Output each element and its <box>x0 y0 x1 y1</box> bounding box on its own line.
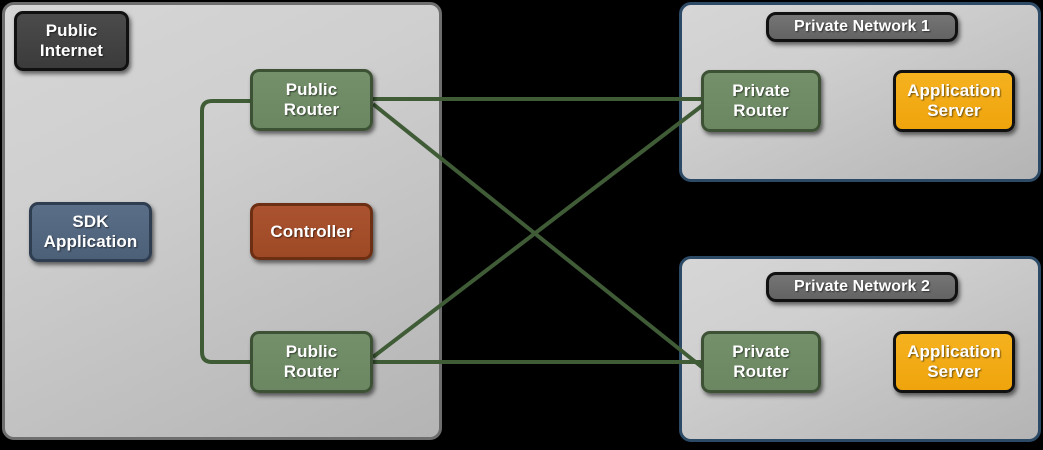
private-network-2-header-chip[interactable]: Private Network 2 <box>766 272 958 302</box>
controller-label: Controller <box>270 221 353 241</box>
application-server-1-label: Application Server <box>907 81 1001 120</box>
private-router-1-label: Private Router <box>732 81 790 120</box>
sdk-application-label: SDK Application <box>43 212 138 251</box>
controller-node[interactable]: Controller <box>250 203 373 260</box>
public-router-top-label: Public Router <box>283 80 340 119</box>
application-server-1-node[interactable]: Application Server <box>893 70 1015 132</box>
private-router-1-node[interactable]: Private Router <box>701 70 821 132</box>
sdk-application-node[interactable]: SDK Application <box>29 202 152 262</box>
private-router-2-label: Private Router <box>732 342 790 381</box>
public-router-bottom-node[interactable]: Public Router <box>250 331 373 393</box>
public-internet-header-label: Public Internet <box>39 21 104 60</box>
application-server-2-label: Application Server <box>907 342 1001 381</box>
application-server-2-node[interactable]: Application Server <box>893 331 1015 393</box>
private-router-2-node[interactable]: Private Router <box>701 331 821 393</box>
private-network-1-header-chip[interactable]: Private Network 1 <box>766 12 958 42</box>
public-router-top-node[interactable]: Public Router <box>250 69 373 131</box>
private-network-2-header-label: Private Network 2 <box>794 277 930 295</box>
public-internet-header-chip[interactable]: Public Internet <box>14 11 129 71</box>
private-network-1-header-label: Private Network 1 <box>794 17 930 35</box>
public-router-bottom-label: Public Router <box>283 342 340 381</box>
